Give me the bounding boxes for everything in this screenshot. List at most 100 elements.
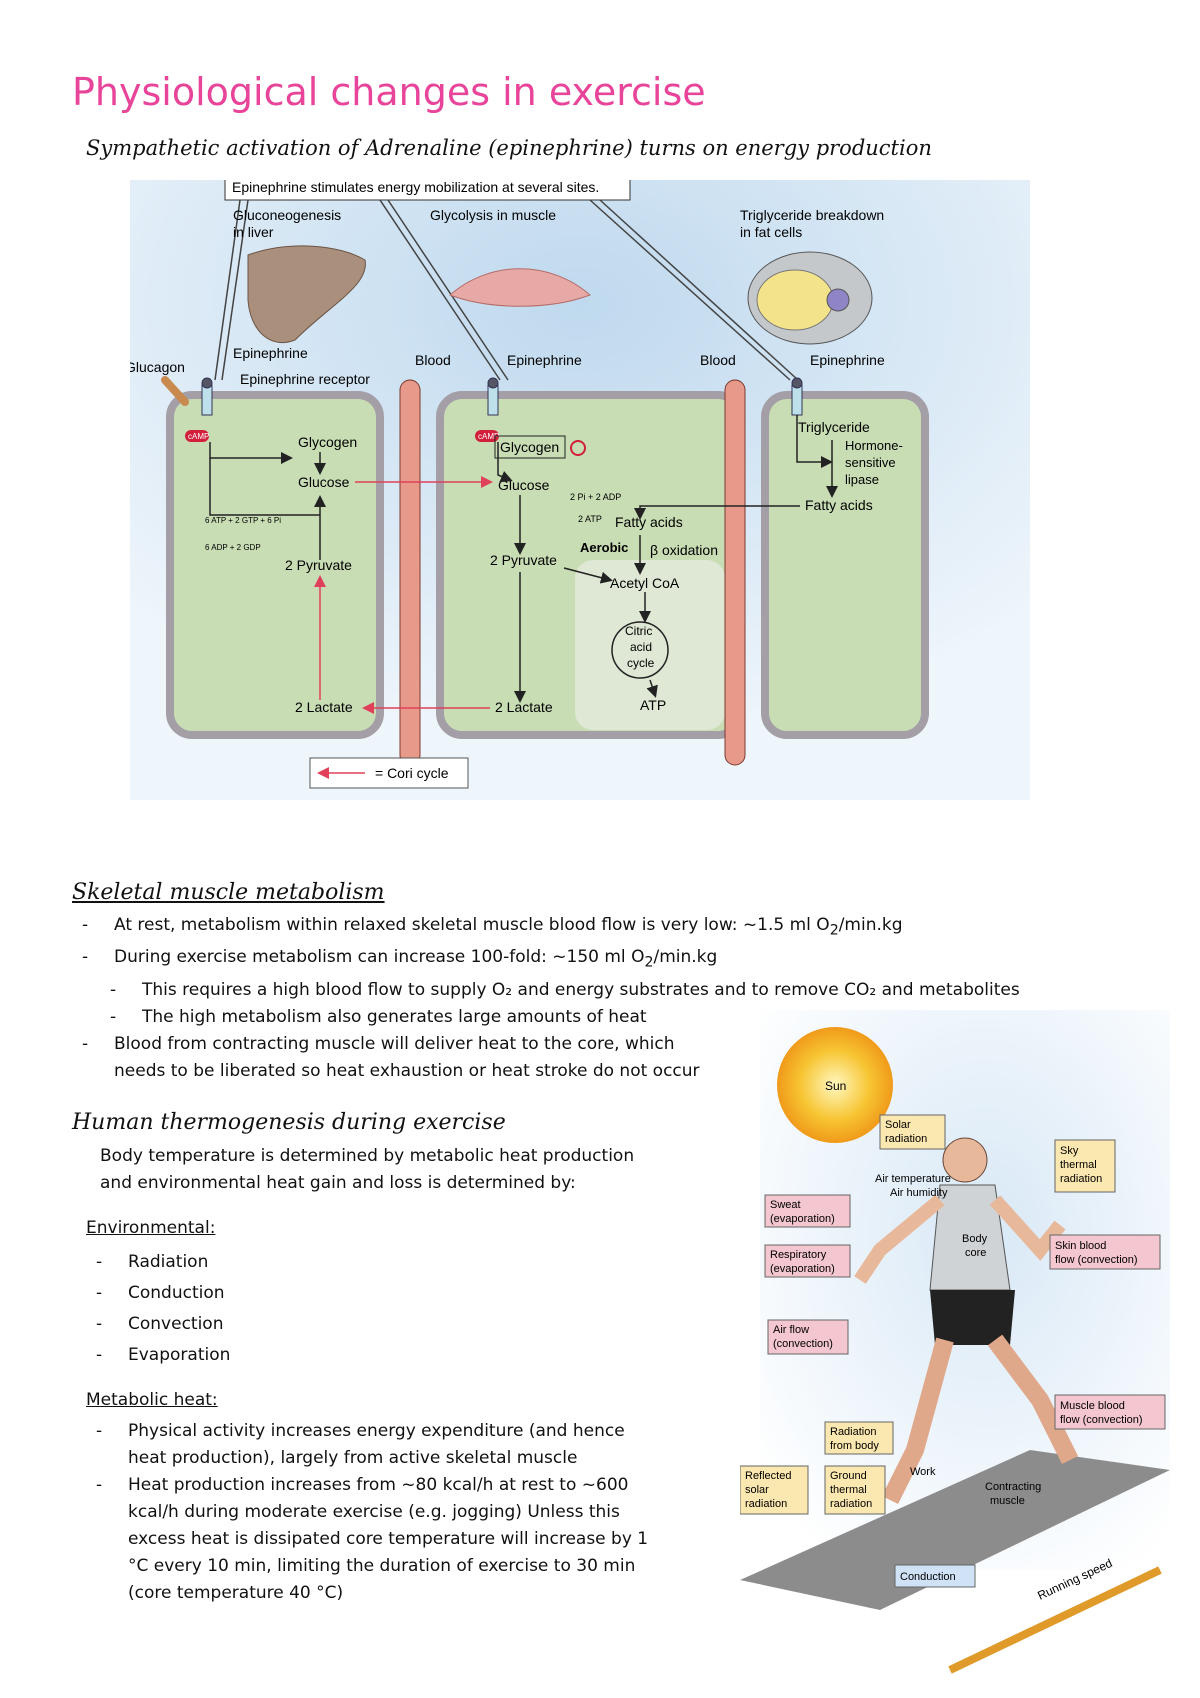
epinephrine-label-3: Epinephrine bbox=[810, 352, 885, 368]
camp-text-2: cAMP bbox=[478, 432, 499, 441]
muscle-equation-2: 2 ATP bbox=[578, 514, 602, 524]
fat-droplet bbox=[756, 269, 834, 331]
inhibit-icon bbox=[570, 440, 586, 456]
liver-lactate: 2 Lactate bbox=[295, 699, 353, 715]
skin-label-2: flow (convection) bbox=[1055, 1254, 1138, 1266]
fat-cell-box bbox=[761, 391, 929, 739]
ground-label-1: Ground bbox=[830, 1470, 867, 1482]
muscle-pyruvate: 2 Pyruvate bbox=[490, 552, 557, 568]
sun-icon bbox=[777, 1027, 893, 1143]
env-list: Radiation Conduction Convection Evaporat… bbox=[86, 1247, 686, 1371]
skeletal-item-1: At rest, metabolism within relaxed skele… bbox=[72, 912, 1132, 944]
contracting-label-1: Contracting bbox=[985, 1481, 1041, 1493]
liver-equation-1: 6 ATP + 2 GTP + 6 Pi bbox=[205, 516, 281, 525]
legend-text: = Cori cycle bbox=[375, 765, 449, 781]
thermo-intro: Body temperature is determined by metabo… bbox=[100, 1146, 635, 1193]
epinephrine-label-1: Epinephrine bbox=[233, 345, 308, 361]
metabolic-item-2: Heat production increases from ~80 kcal/… bbox=[86, 1472, 746, 1607]
fat-nucleus bbox=[826, 288, 850, 312]
aerobic-label: Aerobic bbox=[580, 540, 628, 555]
cori-arrows bbox=[355, 476, 493, 714]
skin-label-1: Skin blood bbox=[1055, 1240, 1106, 1252]
skeletal-item-2: During exercise metabolism can increase … bbox=[72, 944, 1132, 976]
skeletal-item-3: Blood from contracting muscle will deliv… bbox=[72, 1031, 1132, 1085]
solar-label-2: radiation bbox=[885, 1133, 927, 1145]
page-subtitle: Sympathetic activation of Adrenaline (ep… bbox=[86, 136, 932, 160]
metabolic-item-1: Physical activity increases energy expen… bbox=[86, 1418, 746, 1472]
sweat-label-1: Sweat bbox=[770, 1199, 801, 1211]
skeletal-subitem-1: This requires a high blood flow to suppl… bbox=[72, 977, 1132, 1004]
citric-label-2: acid bbox=[630, 640, 652, 654]
core-label-1: Body bbox=[962, 1233, 988, 1245]
muscle-lactate: 2 Lactate bbox=[495, 699, 553, 715]
sky-label-1: Sky bbox=[1060, 1145, 1079, 1157]
muscle-glycogen-box bbox=[494, 435, 566, 459]
reflected-label-3: radiation bbox=[745, 1498, 787, 1510]
metabolic-label: Metabolic heat: bbox=[86, 1390, 218, 1410]
epinephrine-label-2: Epinephrine bbox=[507, 352, 582, 368]
rad-body-label-2: from body bbox=[830, 1440, 879, 1452]
blood-vessel-2 bbox=[724, 379, 746, 766]
air-label-1: Air temperature bbox=[875, 1173, 951, 1185]
skeletal-list: At rest, metabolism within relaxed skele… bbox=[72, 912, 1132, 1085]
page-title: Physiological changes in exercise bbox=[72, 70, 706, 114]
atp-label: ATP bbox=[640, 697, 666, 713]
glucagon-label: Glucagon bbox=[130, 359, 185, 375]
beta-oxidation-label: β oxidation bbox=[650, 542, 718, 558]
runner-figure bbox=[854, 1137, 1079, 1505]
env-item: Radiation bbox=[86, 1247, 686, 1278]
airflow-label-1: Air flow bbox=[773, 1324, 809, 1336]
fat-site-label-1: Triglyceride breakdown bbox=[740, 207, 884, 223]
ground-label-3: radiation bbox=[830, 1498, 872, 1510]
aerobic-zone bbox=[575, 560, 725, 730]
treadmill-belt bbox=[740, 1450, 1170, 1610]
env-item: Evaporation bbox=[86, 1340, 686, 1371]
camp-text-1: cAMP bbox=[188, 432, 209, 441]
muscle-blood-label-1: Muscle blood bbox=[1060, 1400, 1125, 1412]
liver-arrows bbox=[209, 442, 326, 700]
liver-pyruvate: 2 Pyruvate bbox=[285, 557, 352, 573]
lipase-label-2: sensitive bbox=[845, 455, 896, 470]
muscle-fatty-acids: Fatty acids bbox=[615, 514, 683, 530]
metabolic-list: Physical activity increases energy expen… bbox=[86, 1418, 746, 1607]
citric-label-1: Citric bbox=[625, 624, 652, 638]
env-item: Conduction bbox=[86, 1278, 686, 1309]
fig2-labels: Solar radiation Sky thermal radiation Ai… bbox=[740, 1114, 1166, 1588]
liver-cell bbox=[166, 391, 384, 739]
reflected-label-2: solar bbox=[745, 1484, 769, 1496]
muscle-equation-1: 2 Pi + 2 ADP bbox=[570, 492, 621, 502]
resp-label-1: Respiratory bbox=[770, 1249, 827, 1261]
glucagon-molecule bbox=[161, 376, 189, 406]
lipase-label-3: lipase bbox=[845, 472, 879, 487]
receptors bbox=[201, 377, 803, 416]
thermogenesis-figure: Sun Running speed Solar radiation Sky th… bbox=[740, 1010, 1170, 1674]
blood-label-2: Blood bbox=[700, 352, 736, 368]
blood-label-1: Blood bbox=[415, 352, 451, 368]
skeletal-subitem-2: The high metabolism also generates large… bbox=[72, 1004, 1132, 1031]
sky-label-3: radiation bbox=[1060, 1173, 1102, 1185]
camp-badge-2 bbox=[475, 430, 499, 442]
core-label-2: core bbox=[965, 1247, 986, 1259]
energy-mobilization-figure: Epinephrine stimulates energy mobilizati… bbox=[130, 180, 1030, 800]
banner-box bbox=[224, 180, 631, 201]
triglyceride-label: Triglyceride bbox=[798, 419, 870, 435]
liver-shape bbox=[247, 245, 366, 344]
sun-label: Sun bbox=[825, 1079, 846, 1093]
liver-equation-2: 6 ADP + 2 GDP bbox=[205, 543, 261, 552]
airflow-label-2: (convection) bbox=[773, 1338, 833, 1350]
rad-body-label-1: Radiation bbox=[830, 1426, 876, 1438]
resp-label-2: (evaporation) bbox=[770, 1263, 835, 1275]
epinephrine-receptor-label: Epinephrine receptor bbox=[240, 371, 370, 387]
conduction-label: Conduction bbox=[900, 1571, 956, 1583]
muscle-arrows bbox=[497, 442, 658, 703]
sweat-label-2: (evaporation) bbox=[770, 1213, 835, 1225]
muscle-site-label: Glycolysis in muscle bbox=[430, 207, 556, 223]
work-label: Work bbox=[910, 1466, 936, 1478]
skeletal-heading: Skeletal muscle metabolism bbox=[72, 880, 385, 905]
solar-label-1: Solar bbox=[885, 1119, 911, 1131]
citric-label-3: cycle bbox=[627, 656, 655, 670]
air-label-2: Air humidity bbox=[890, 1187, 948, 1199]
reflected-label-1: Reflected bbox=[745, 1470, 791, 1482]
fat-site-label-2: in fat cells bbox=[740, 224, 802, 240]
acetyl-coa: Acetyl CoA bbox=[610, 575, 680, 591]
